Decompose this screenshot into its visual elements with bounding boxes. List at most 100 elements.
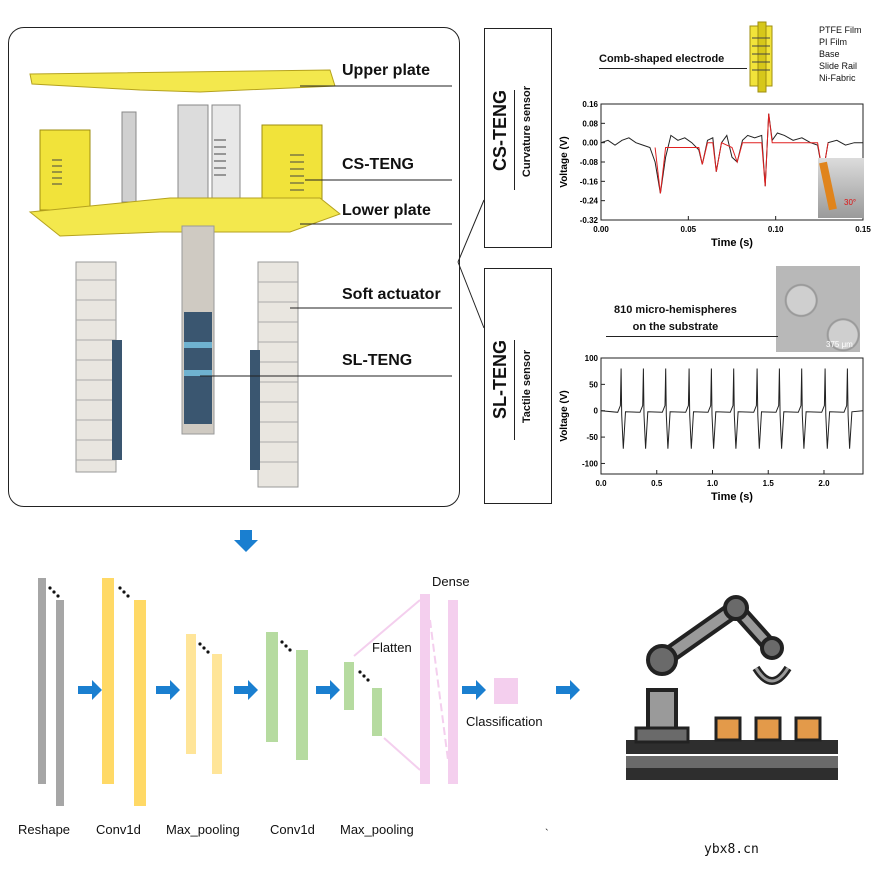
conv1d-label: Conv1d [96, 822, 141, 837]
maxpool-block-2 [212, 654, 222, 774]
y-tick-label: -50 [586, 433, 598, 442]
layer-ptfe: PTFE Film [819, 25, 862, 35]
center-sl-teng-band [184, 342, 212, 348]
center-sl-teng [184, 312, 212, 424]
max-pooling-label: Max_pooling [166, 822, 240, 837]
hemisphere-annotation: 810 micro-hemispheres on the substrate [614, 302, 737, 336]
flatten-edge-bottom [383, 737, 421, 771]
y-tick-label: 100 [585, 354, 599, 363]
right-actuator [257, 261, 299, 488]
down-arrow [234, 530, 258, 552]
cs-teng-title-divider [514, 90, 515, 190]
upper-plate-label: Upper plate [342, 62, 431, 79]
y-tick-label: 50 [589, 380, 598, 389]
arrow-1 [78, 680, 102, 700]
comb-electrode-underline [599, 68, 747, 69]
sl-teng-title-box [484, 268, 552, 504]
dot [52, 590, 56, 594]
x-tick-label: 0.5 [651, 479, 663, 488]
x-tick-label: 2.0 [818, 479, 830, 488]
x-axis-title: Time (s) [711, 237, 753, 249]
x-tick-label: 0.10 [768, 225, 784, 234]
y-axis-title: Voltage (V) [559, 390, 570, 441]
conv1d2-block-1 [266, 632, 278, 742]
center-post [177, 104, 209, 201]
max-pooling-2-label: Max_pooling [340, 822, 414, 837]
dot [280, 640, 284, 644]
dense-layer-2 [448, 600, 458, 784]
arrow-3 [234, 680, 258, 700]
y-tick-label: 0 [594, 407, 599, 416]
dot [118, 586, 122, 590]
dot [284, 644, 288, 648]
x-tick-label: 0.00 [593, 225, 609, 234]
center-sl-teng-band-2 [184, 370, 212, 376]
x-tick-label: 1.5 [763, 479, 775, 488]
left-sl-teng [112, 340, 122, 460]
scale-bar-label: 375 μm [826, 340, 853, 349]
bending-angle-label: 30° [844, 198, 857, 207]
upper-plate-shape [29, 69, 336, 93]
conv1d-block-2 [134, 600, 146, 806]
layer-base: Base [819, 49, 840, 59]
maxpool-block-1 [186, 634, 196, 754]
dot [126, 594, 130, 598]
dot [358, 670, 362, 674]
lower-plate-shape [28, 197, 342, 237]
soft-actuator-label: Soft actuator [342, 286, 441, 303]
layer-pi: PI Film [819, 37, 847, 47]
x-tick-label: 0.15 [855, 225, 871, 234]
y-tick-label: 0.08 [582, 119, 598, 128]
dense-layer-1 [420, 594, 430, 784]
dot [198, 642, 202, 646]
sl-teng-title-divider [514, 340, 515, 440]
layer-list: PTFE Film PI Film Base Slide Rail Ni-Fab… [819, 24, 862, 84]
hemisphere-annotation-line1: 810 micro-hemispheres [614, 304, 737, 316]
bending-photo: 30° [818, 158, 864, 218]
conv1d-2-label: Conv1d [270, 822, 315, 837]
series-line [654, 113, 829, 194]
arrow-4 [316, 680, 340, 700]
cs-teng-title-box [484, 28, 552, 248]
arrow-5 [462, 680, 486, 700]
y-tick-label: 0.16 [582, 100, 598, 109]
arrow-6 [556, 680, 580, 700]
sl-teng-label: SL-TENG [342, 352, 413, 369]
dense-connector [429, 619, 449, 761]
cs-teng-label: CS-TENG [342, 156, 414, 173]
reshape-block-1 [38, 578, 46, 784]
y-tick-label: -0.32 [580, 216, 599, 225]
dot [362, 674, 366, 678]
conv1d2-block-2 [296, 650, 308, 760]
dot [202, 646, 206, 650]
y-tick-label: -0.08 [580, 158, 599, 167]
reshape-label: Reshape [18, 822, 71, 837]
y-tick-label: -0.16 [580, 177, 599, 186]
y-tick-label: -0.24 [580, 197, 599, 206]
right-sl-teng [250, 350, 260, 470]
dot [48, 586, 52, 590]
hemisphere-annotation-underline [606, 336, 778, 337]
layer-ni-fabric: Ni-Fabric [819, 73, 856, 83]
y-axis-title: Voltage (V) [559, 136, 570, 187]
series-line [600, 368, 864, 449]
comb-electrode-illustration [749, 21, 773, 93]
flatten-label: Flatten [372, 640, 412, 655]
flatten-edge-top [353, 599, 421, 657]
y-tick-label: 0.00 [582, 139, 598, 148]
x-tick-label: 0.0 [595, 479, 607, 488]
dot [288, 648, 292, 652]
dot [122, 590, 126, 594]
dense-label: Dense [432, 574, 470, 589]
micro-hemisphere-image: 375 μm [776, 266, 860, 352]
arrow-2 [156, 680, 180, 700]
dot [56, 594, 60, 598]
maxpool2-block-2 [372, 688, 382, 736]
dot [366, 678, 370, 682]
dot [206, 650, 210, 654]
watermark: ybx8.cn [704, 842, 759, 857]
comb-electrode-label: Comb-shaped electrode [599, 53, 725, 65]
